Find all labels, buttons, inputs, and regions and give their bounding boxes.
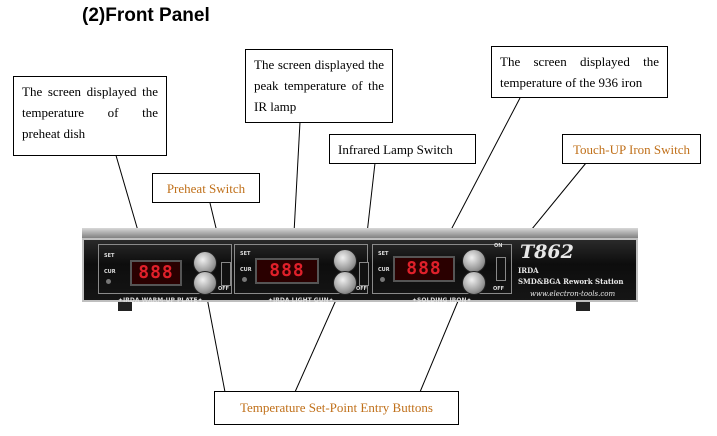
off-label: OFF — [356, 286, 368, 292]
callout-preheat-display: The screen displayed the temperature of … — [13, 76, 167, 156]
ir-temp-display: 888 — [255, 258, 319, 284]
status-led — [380, 277, 385, 282]
brand-subtitle: SMD&BGA Rework Station — [518, 277, 624, 286]
set-label: SET — [104, 253, 115, 259]
ir-lamp-switch[interactable] — [359, 262, 369, 286]
preheat-temp-display: 888 — [130, 260, 182, 286]
on-label: ON — [494, 243, 503, 249]
callout-preheat-switch: Preheat Switch — [152, 173, 260, 203]
off-label: OFF — [493, 286, 505, 292]
off-label: OFF — [218, 286, 230, 292]
cur-label: CUR — [104, 269, 116, 275]
soldering-iron-label: ✦SOLDING IRON✦ — [412, 297, 472, 304]
preheat-switch[interactable] — [221, 262, 231, 286]
device-foot-left — [118, 302, 132, 311]
page-title: (2)Front Panel — [82, 5, 210, 26]
set-label: SET — [378, 251, 389, 257]
warmup-plate-section — [98, 244, 232, 294]
callout-iron-display: The screen displayed the temperature of … — [491, 46, 668, 98]
callout-ir-switch: Infrared Lamp Switch — [329, 134, 476, 164]
light-gun-label: ✦IRDA LIGHT GUN✦ — [268, 297, 334, 304]
soldering-iron-section — [372, 244, 512, 294]
status-led — [106, 279, 111, 284]
iron-temp-display: 888 — [393, 256, 455, 282]
warmup-plate-label: ✦IRDA WARM-UP PLATE✦ — [118, 297, 203, 304]
callout-setpoint-buttons: Temperature Set-Point Entry Buttons — [214, 391, 459, 425]
cur-label: CUR — [378, 267, 390, 273]
brand-irda: IRDA — [518, 266, 539, 275]
brand-url: www.electron-tools.com — [530, 290, 616, 298]
iron-down-button[interactable] — [462, 271, 486, 295]
ir-up-button[interactable] — [333, 249, 357, 273]
ir-down-button[interactable] — [333, 271, 357, 295]
device-foot-right — [576, 302, 590, 311]
preheat-down-button[interactable] — [193, 271, 217, 295]
iron-up-button[interactable] — [462, 249, 486, 273]
iron-switch[interactable] — [496, 257, 506, 281]
callout-ir-display: The screen displayed the peak temperatur… — [245, 49, 393, 123]
status-led — [242, 277, 247, 282]
callout-iron-switch: Touch-UP Iron Switch — [562, 134, 701, 164]
set-label: SET — [240, 251, 251, 257]
cur-label: CUR — [240, 267, 252, 273]
device-top-strip — [82, 228, 638, 240]
brand-model: T862 — [520, 241, 574, 263]
